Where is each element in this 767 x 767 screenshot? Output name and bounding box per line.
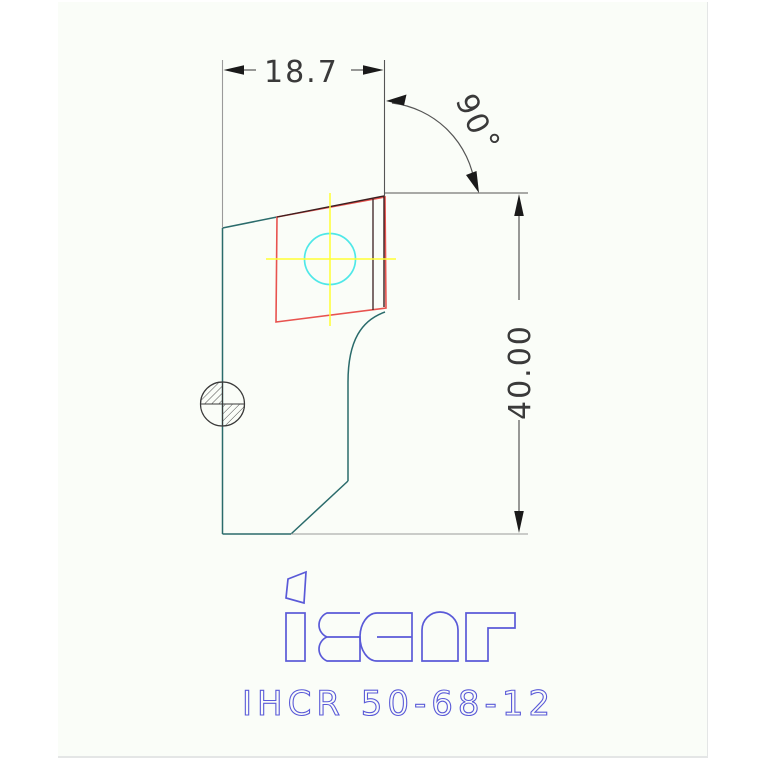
logo-letter-a — [421, 611, 459, 662]
dimension-value-height: 40.00 — [503, 324, 538, 420]
dim-arrow-down — [514, 511, 524, 533]
dimension-90-degrees: 90 ° — [386, 89, 507, 193]
dimension-18-7: 18.7 — [223, 55, 384, 90]
logo-letter-s — [318, 612, 361, 662]
logo-letter-i — [285, 612, 306, 662]
tool-body-outline — [221, 216, 386, 535]
insert-centerlines — [266, 193, 396, 326]
extension-lines — [221, 60, 528, 535]
logo-letter-r — [465, 612, 516, 662]
angle-arrow-upper — [386, 94, 407, 106]
dim-arrow-up — [514, 194, 524, 216]
angle-arc — [391, 102, 476, 187]
drawing-canvas-panel — [58, 2, 708, 758]
insert-outline — [275, 196, 387, 323]
dim-arrow-left — [223, 65, 244, 75]
section-cut-symbol — [199, 381, 246, 427]
logo-dot-icon — [285, 570, 307, 605]
dimension-40-00: 40.00 — [503, 194, 538, 533]
part-number-label: IHCR 50-68-12 — [242, 684, 555, 724]
dimension-value-width: 18.7 — [264, 55, 339, 90]
iscar-logo — [285, 570, 516, 662]
dim-arrow-right — [363, 65, 384, 75]
logo-letter-c — [359, 612, 413, 662]
angle-arrow-lower — [466, 171, 479, 193]
